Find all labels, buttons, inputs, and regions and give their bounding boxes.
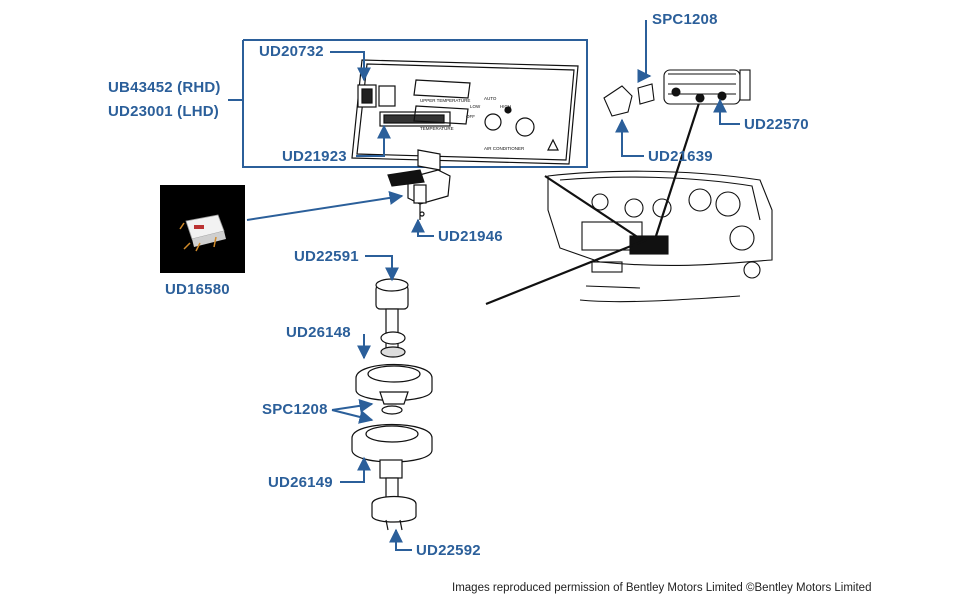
arrow-ud22570 — [713, 98, 740, 125]
label-ud16580: UD16580 — [165, 281, 230, 298]
label-ud21946: UD21946 — [438, 228, 503, 245]
label-ud22592: UD22592 — [416, 542, 481, 559]
label-spc1208-mid: SPC1208 — [262, 401, 328, 418]
label-ud21923: UD21923 — [282, 148, 347, 165]
arrow-ud26149 — [340, 456, 371, 483]
panel-text-air-conditioner: AIR CONDITIONER — [484, 146, 525, 151]
label-ub43452: UB43452 (RHD) — [108, 79, 221, 96]
microswitch-photo — [160, 185, 245, 273]
arrow-ud21923 — [356, 124, 391, 157]
arrow-spc1208-mid-a — [331, 398, 374, 413]
arrow-ud22591 — [365, 255, 399, 282]
panel-text-upper: UPPER TEMPERATURE — [420, 98, 470, 103]
label-ud26148: UD26148 — [286, 324, 351, 341]
switch-bracket-drawing — [387, 149, 451, 220]
panel-text-lower: TEMPERATURE — [420, 126, 454, 131]
arrow-ud21946 — [411, 218, 434, 237]
callout-arrows — [228, 20, 740, 551]
panel-text-auto: AUTO — [484, 96, 497, 101]
arrow-spc1208-top — [637, 20, 652, 83]
panel-text-high: HIGH — [500, 104, 511, 109]
leader-lines — [485, 99, 702, 306]
panel-group-outline — [242, 39, 588, 168]
arrow-ud22592 — [389, 528, 412, 551]
label-spc1208-top: SPC1208 — [652, 11, 718, 28]
label-ud21639: UD21639 — [648, 148, 713, 165]
label-ud26149: UD26149 — [268, 474, 333, 491]
arrow-ud21639 — [615, 118, 644, 157]
rotary-switch-drawing — [351, 278, 433, 531]
panel-text-low: LOW — [470, 104, 481, 109]
heater-motor-drawing — [603, 69, 751, 117]
label-ud23001: UD23001 (LHD) — [108, 103, 219, 120]
label-ud22570: UD22570 — [744, 116, 809, 133]
arrow-ud16580 — [246, 191, 404, 221]
dashboard-drawing — [547, 170, 773, 303]
arrow-ud20732 — [330, 51, 371, 82]
copyright-credit: Images reproduced permission of Bentley … — [452, 582, 872, 594]
label-ud22591: UD22591 — [294, 248, 359, 265]
microswitch-image — [179, 214, 226, 252]
arrow-spc1208-mid-b — [331, 409, 374, 424]
control-panel-drawing — [351, 59, 579, 165]
panel-text-off: OFF — [466, 114, 475, 119]
label-ud20732: UD20732 — [259, 43, 324, 60]
